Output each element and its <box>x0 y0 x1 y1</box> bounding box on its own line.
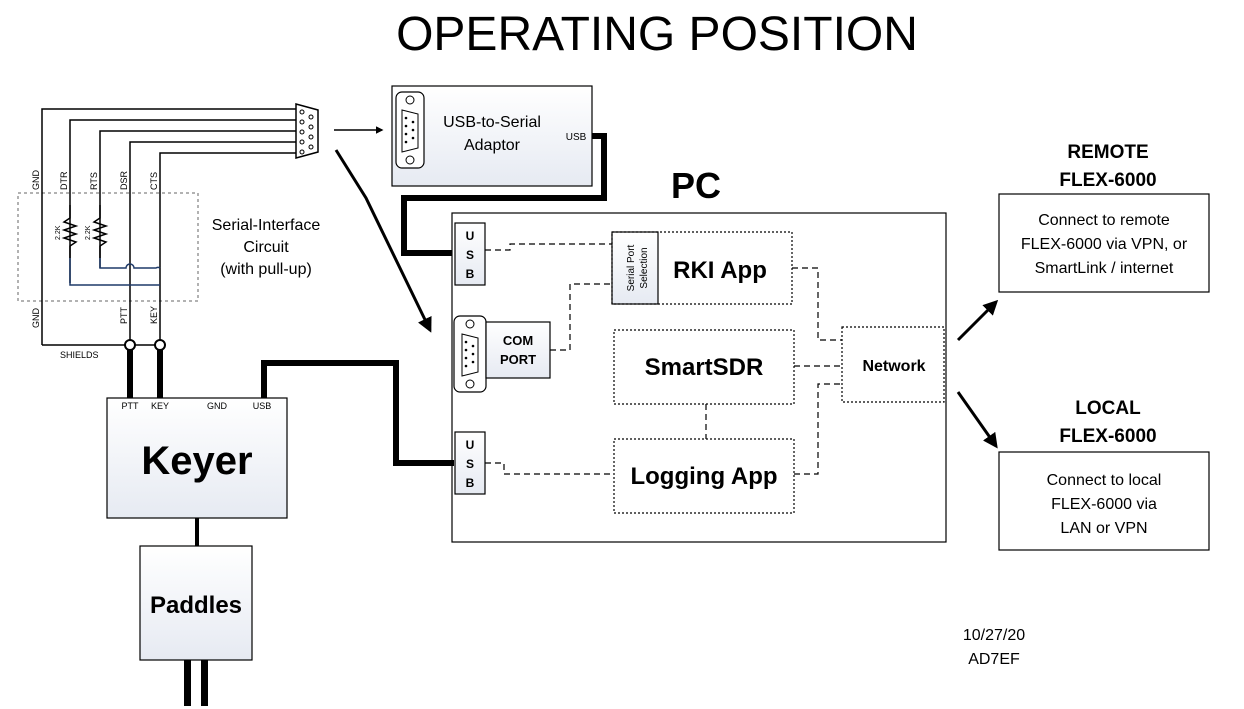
serial-interface-label-3: (with pull-up) <box>220 261 312 278</box>
shields-label: SHIELDS <box>60 350 99 360</box>
remote-box <box>998 193 1210 293</box>
pin-label-gnd-top: GND <box>31 170 41 191</box>
keyer-port-usb: USB <box>253 401 272 411</box>
pin-label-dsr: DSR <box>119 170 129 190</box>
usb-top-letter-b: B <box>466 267 475 281</box>
keyer-port-gnd: GND <box>207 401 228 411</box>
logging-app-label: Logging App <box>630 463 777 490</box>
com-port-box <box>485 321 551 379</box>
adaptor-db9-icon <box>395 91 425 169</box>
link-usb-logging <box>485 462 614 475</box>
wire-dsr <box>129 141 296 345</box>
local-heading-1: LOCAL <box>1075 398 1141 419</box>
adaptor-label-2: Adaptor <box>464 137 521 154</box>
page-title: OPERATING POSITION <box>396 8 918 61</box>
coax-ptt-connector <box>124 339 136 351</box>
pin-label-key: KEY <box>149 306 159 324</box>
smartsdr-box <box>613 329 795 405</box>
circuit-wire-1 <box>69 258 160 286</box>
usb-top-letter-u: U <box>466 229 475 243</box>
paddle-lever-left <box>184 660 191 706</box>
link-com-serialport <box>550 283 612 351</box>
keyer-port-ptt: PTT <box>122 401 140 411</box>
wire-cts <box>159 152 296 345</box>
wire-dtr <box>69 119 296 283</box>
keyer-box <box>106 397 288 519</box>
pc-title: PC <box>671 165 721 206</box>
pin-label-dtr: DTR <box>59 171 69 190</box>
pin-label-rts: RTS <box>89 172 99 190</box>
serial-interface-label-2: Circuit <box>243 239 289 256</box>
serial-interface-label-1: Serial-Interface <box>212 217 321 234</box>
com-port-db9-icon <box>453 315 487 393</box>
usb-bottom-letter-b: B <box>466 476 475 490</box>
keyer-port-key: KEY <box>151 401 169 411</box>
remote-desc-3: SmartLink / internet <box>1035 260 1174 277</box>
local-heading-2: FLEX-6000 <box>1059 426 1156 447</box>
db9-connector-icon <box>295 103 319 159</box>
com-port-label-1: COM <box>503 333 533 348</box>
adaptor-usb-label: USB <box>566 132 587 143</box>
usb-cable-keyer <box>261 360 454 466</box>
paddles-box <box>139 545 253 661</box>
coax-key-connector <box>154 339 166 351</box>
footer-date: 10/27/20 <box>963 627 1025 644</box>
network-box <box>841 326 945 403</box>
remote-heading-2: FLEX-6000 <box>1059 170 1156 191</box>
wire-gnd <box>41 108 296 345</box>
serial-interface-box <box>17 192 199 302</box>
local-desc-3: LAN or VPN <box>1060 520 1147 537</box>
pin-label-gnd-bottom: GND <box>31 308 41 329</box>
local-box <box>998 451 1210 551</box>
remote-desc-2: FLEX-6000 via VPN, or <box>1021 236 1188 253</box>
circuit-wire-2 <box>99 258 161 269</box>
footer-callsign: AD7EF <box>968 651 1020 668</box>
arrow-to-remote <box>956 299 999 342</box>
arrow-to-com-port <box>334 149 432 333</box>
remote-heading-1: REMOTE <box>1067 142 1148 163</box>
usb-bottom-letter-u: U <box>466 438 475 452</box>
network-label: Network <box>862 358 925 375</box>
remote-desc-1: Connect to remote <box>1038 212 1170 229</box>
pin-label-cts: CTS <box>149 172 159 190</box>
pin-label-ptt: PTT <box>119 306 129 324</box>
rki-app-label: RKI App <box>673 257 767 284</box>
usb-cable-adaptor <box>401 133 607 256</box>
link-usb-serialport <box>485 243 612 251</box>
usb-bottom-letter-s: S <box>466 457 474 471</box>
usb-top-letter-s: S <box>466 248 474 262</box>
wire-rts <box>99 130 296 268</box>
local-desc-1: Connect to local <box>1047 472 1162 489</box>
serial-port-selection-label-2: Selection <box>639 247 650 288</box>
resistor-2 <box>91 205 109 258</box>
usb-serial-adaptor-box <box>391 85 593 187</box>
serial-port-selection-label-1: Serial Port <box>626 244 637 291</box>
link-logging-network <box>794 383 842 475</box>
smartsdr-label: SmartSDR <box>645 354 764 381</box>
resistor-1-value: 2.2K <box>55 225 62 240</box>
resistor-2-value: 2.2K <box>85 225 92 240</box>
link-rki-network <box>792 267 842 341</box>
paddles-title: Paddles <box>150 592 242 619</box>
local-desc-2: FLEX-6000 via <box>1051 496 1157 513</box>
paddle-lever-right <box>201 660 208 706</box>
com-port-label-2: PORT <box>500 352 536 367</box>
pc-usb-port-top <box>454 222 486 286</box>
adaptor-label-1: USB-to-Serial <box>443 114 541 131</box>
arrow-to-local <box>956 391 998 449</box>
logging-app-box <box>613 438 795 514</box>
keyer-title: Keyer <box>141 439 252 483</box>
resistor-1 <box>61 205 79 258</box>
